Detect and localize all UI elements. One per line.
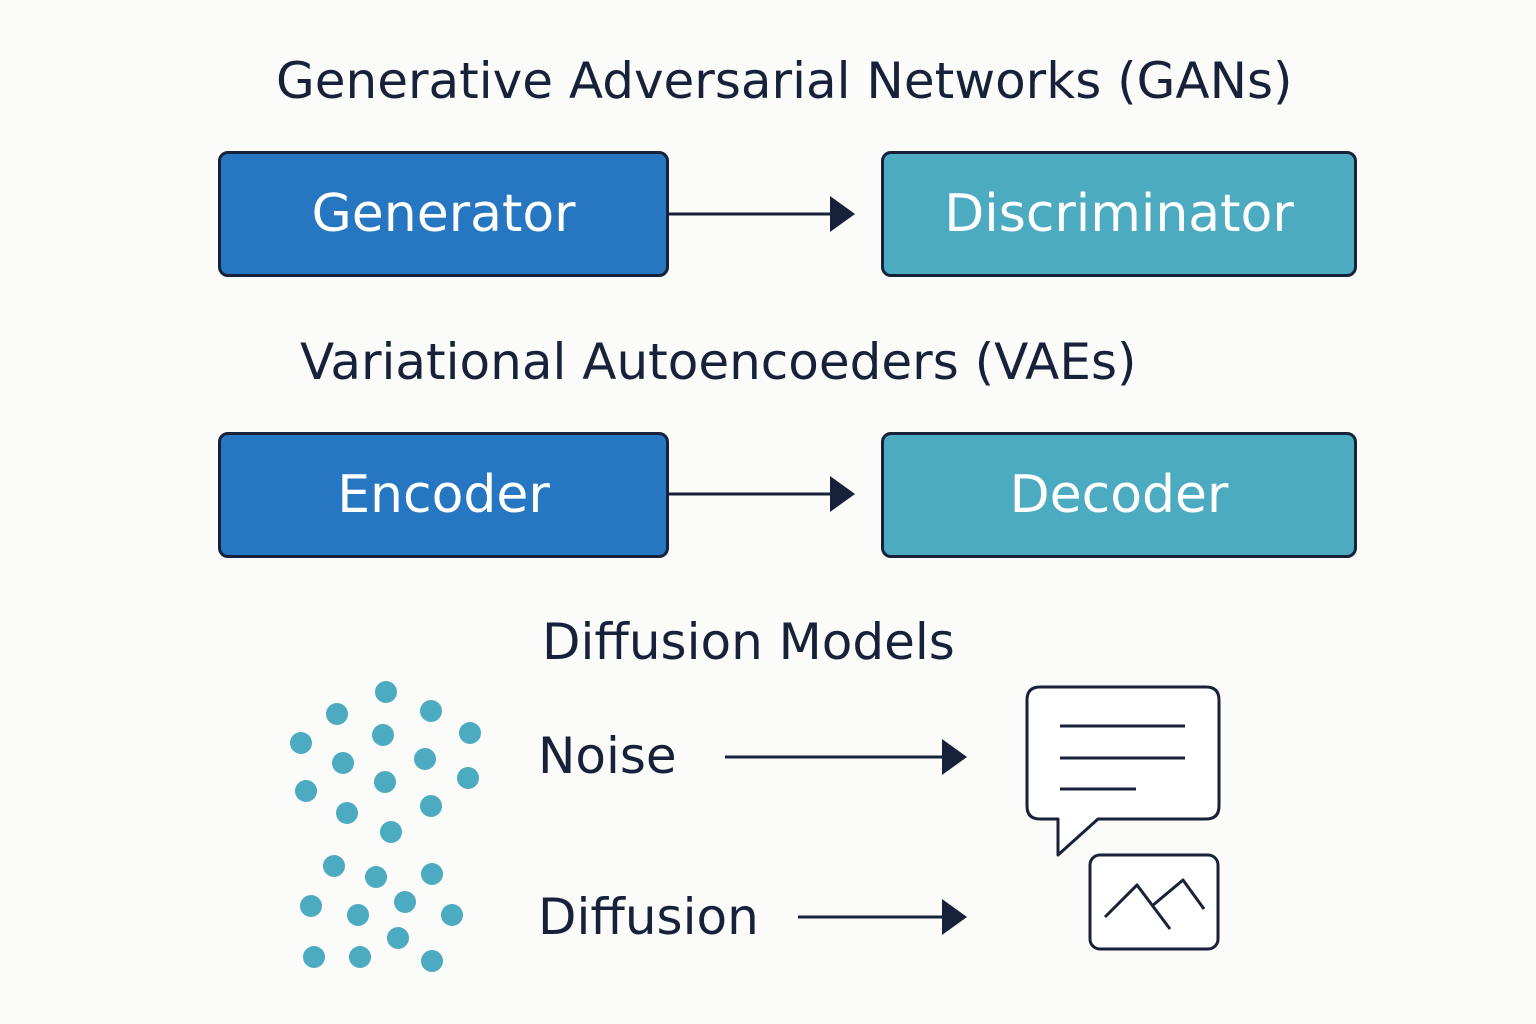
- encoder-to-decoder-arrow: [669, 476, 855, 512]
- generator-to-discriminator-arrow: [669, 196, 855, 232]
- decoder-label: Decoder: [1009, 465, 1229, 525]
- speech-bubble-text-icon: [1025, 685, 1221, 857]
- discriminator-box: Discriminator: [881, 151, 1357, 277]
- noise-dots-icon: [290, 681, 481, 972]
- diffusion-arrow: [798, 899, 967, 935]
- vae-section-title: Variational Autoencoeders (VAEs): [300, 333, 1137, 391]
- encoder-box: Encoder: [218, 432, 669, 558]
- generator-label: Generator: [311, 184, 576, 244]
- diffusion-section-title: Diffusion Models: [542, 613, 955, 671]
- encoder-label: Encoder: [337, 465, 550, 525]
- diffusion-step-label: Diffusion: [538, 888, 759, 946]
- noise-arrow: [725, 739, 967, 775]
- image-landscape-icon: [1088, 853, 1220, 951]
- gan-section-title: Generative Adversarial Networks (GANs): [276, 52, 1293, 110]
- generator-box: Generator: [218, 151, 669, 277]
- noise-label: Noise: [538, 727, 677, 785]
- decoder-box: Decoder: [881, 432, 1357, 558]
- discriminator-label: Discriminator: [944, 184, 1294, 244]
